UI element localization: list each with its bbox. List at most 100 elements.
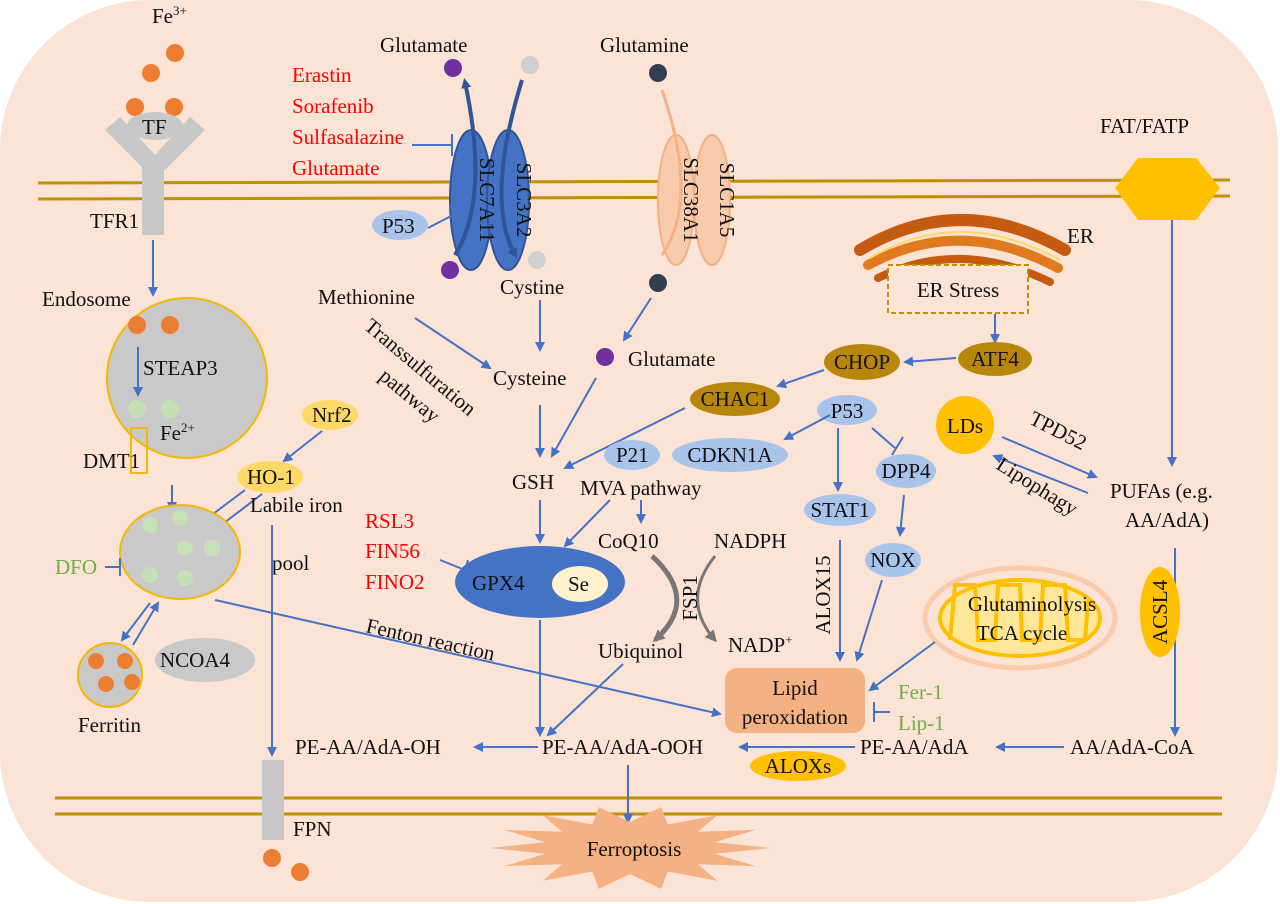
acsl4-label: ACSL4 [1148,579,1172,644]
lipid-perox-label-2: peroxidation [742,705,849,729]
nadp-label: NADP+ [728,632,793,657]
aa-coa-label: AA/AdA-CoA [1070,735,1194,759]
dpp4-label: DPP4 [881,459,931,483]
plasma-membrane-top [37,178,1231,201]
glutamine-molecule [649,274,667,292]
arrow-atf4-chop [903,356,957,367]
arrow-chop-chac1 [776,369,825,389]
se-label: Se [568,572,589,596]
gpx4-label: GPX4 [472,571,525,595]
steap3-label: STEAP3 [143,356,218,380]
nox-node [865,543,921,577]
nox-label: NOX [870,548,916,572]
arrow-dpp4-nox [895,494,906,537]
labile-pool-label: Labile iron [250,493,343,517]
arrow-glutamine-glutamate [622,297,652,342]
nadph-oxidation-arrow [696,555,717,643]
fat-fatp-transporter [1115,158,1220,220]
pe-oh-label: PE-AA/AdA-OH [295,735,441,759]
sulfasalazine-label: Sulfasalazine [292,125,404,149]
ferroptosis-label: Ferroptosis [587,837,682,861]
gsh-label: GSH [512,470,554,494]
exported-iron [263,849,309,881]
endosome-label: Endosome [42,287,131,311]
pool-fe2-ions [142,510,220,586]
glutamate-export-arrow [453,78,478,257]
glutamine-import-path [660,89,683,256]
lds-label: LDs [947,414,983,438]
glutamate-molecule [441,261,459,279]
dmt1-label: DMT1 [83,449,140,473]
er-label: ER [1067,224,1094,248]
nadph-label: NADPH [714,529,786,553]
fino2-label: FINO2 [365,570,425,594]
inhibit-bar [891,436,904,456]
arrow-lds-pufas [1001,436,1098,479]
p53-node-membrane [372,210,428,240]
arrow-pool-ferritin [120,602,151,642]
endosome [106,297,268,459]
cystine-molecule [521,56,539,74]
fpn-label: FPN [293,817,332,841]
arrow-glutamate-gsh [551,377,597,458]
nrf2-label: Nrf2 [312,403,352,427]
mitochondrion [922,565,1118,671]
plasma-membrane-bottom [55,796,1222,816]
red-inhibitor-list: Erastin Sorafenib Sulfasalazine Glutamat… [292,63,404,180]
arrow-p53-cdkn1a [783,414,831,440]
inhibit-ho1-pool [223,493,263,524]
tca-cycle-label: TCA cycle [977,621,1067,645]
stat1-label: STAT1 [811,498,870,522]
chop-node [824,344,900,380]
stat1-node [804,494,876,526]
cdkn1a-label: CDKN1A [687,443,773,467]
cystine-import-arrow [499,79,524,259]
arrow-ubiquinol-peooh [546,663,624,737]
glutamine-label: Glutamine [600,33,689,57]
arrow-mito-lipidperox [868,641,936,692]
arrow-nrf2-ho1 [282,430,323,463]
slc38a1-label: SLC38A1 [679,157,703,242]
inhibit-gpx4 [439,559,466,571]
chac1-label: CHAC1 [701,387,770,411]
mva-pathway-label: MVA pathway [580,476,702,500]
arrow-fenton [214,599,722,718]
tf-protein [127,112,183,140]
inhibit-p53-dpp4 [871,427,896,449]
pe-ooh-label: PE-AA/AdA-OOH [542,735,703,759]
fsp1-label: FSP1 [678,575,702,621]
arrow-chac1-gsh [563,407,686,469]
atf4-node [958,342,1032,376]
se-node [552,566,608,602]
coq10-reduction-arrow [650,554,680,642]
pufas-label: PUFAs (e.g. [1110,479,1213,503]
glutamate-in-label: Glutamate [628,347,715,371]
acsl4-node [1140,567,1180,657]
arrow-mva-gpx4 [563,499,611,548]
p53-node [817,395,877,425]
methionine-label: Methionine [318,285,415,309]
coq10-label: CoQ10 [598,529,659,553]
cystine-molecule [528,251,546,269]
nrf2-node [302,400,358,430]
glutamate-out-label: Glutamate [380,33,467,57]
fe2-label: Fe2+ [160,420,195,445]
dpp4-node [876,454,936,488]
tfr1-receptor [105,117,205,235]
arrow-nox-lipidperox [854,579,883,662]
sorafenib-label: Sorafenib [292,94,374,118]
p21-node [604,440,660,470]
p53-label: P53 [382,214,415,238]
cysteine-label: Cysteine [493,366,567,390]
fat-fatp-label: FAT/FATP [1100,114,1189,138]
p53-label-er: P53 [831,399,864,423]
glutaminolysis-label: Glutaminolysis [968,592,1096,616]
pufas-label-2: AA/AdA) [1125,508,1209,532]
ubiquinol-label: Ubiquinol [598,639,683,663]
chop-label: CHOP [834,350,890,374]
pe-aa-label: PE-AA/AdA [860,735,969,759]
ncoa4-label: NCOA4 [160,648,231,672]
aloxs-node [750,751,846,781]
atf4-label: ATF4 [971,347,1019,371]
